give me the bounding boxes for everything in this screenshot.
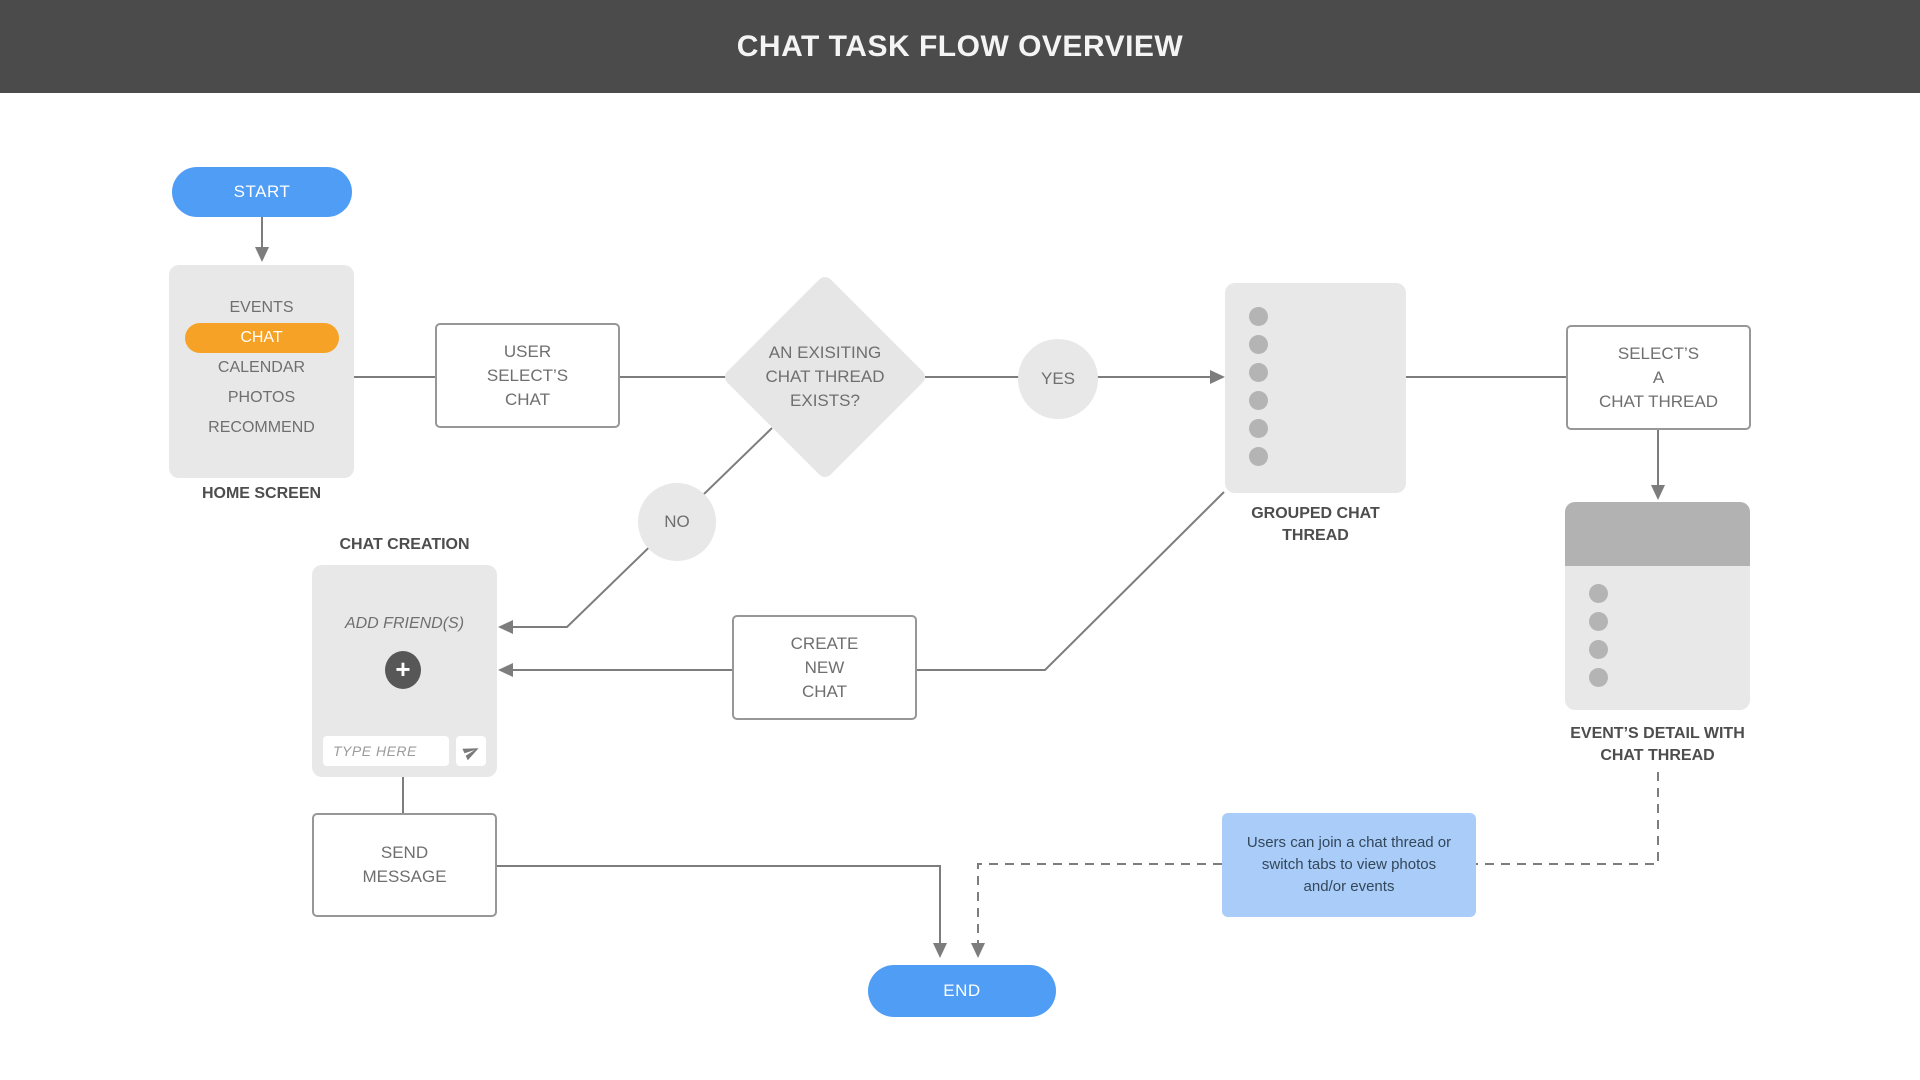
user-selects-chat-text: USER SELECT’S CHAT xyxy=(486,341,569,409)
avatar xyxy=(1249,447,1268,466)
menu-item-events[interactable]: EVENTS xyxy=(229,299,294,316)
avatar xyxy=(1249,307,1268,326)
chat-list-row xyxy=(1589,668,1618,687)
avatar xyxy=(1249,391,1268,410)
no-label: NO xyxy=(664,512,690,531)
send-message-text: SEND MESSAGE xyxy=(362,843,447,886)
chat-list-row xyxy=(1249,335,1406,354)
create-new-chat-node: CREATE NEW CHAT xyxy=(732,615,917,720)
avatar xyxy=(1249,363,1268,382)
yes-label: YES xyxy=(1040,369,1076,388)
grouped-chat-thread-mockup xyxy=(1225,283,1406,493)
grouped-chat-thread-label: GROUPED CHAT THREAD xyxy=(1251,505,1380,544)
menu-item-recommend[interactable]: RECOMMEND xyxy=(208,419,315,436)
chat-list-row xyxy=(1249,307,1406,326)
decision-text: AN EXISITING CHAT THREAD EXISTS? xyxy=(765,343,885,410)
event-banner xyxy=(1565,502,1750,566)
yes-connector: YES xyxy=(1018,339,1098,419)
send-icon xyxy=(461,747,479,760)
chat-list-row xyxy=(1249,391,1406,410)
chat-list-row xyxy=(1249,419,1406,438)
add-friends-text: ADD FRIEND(S) xyxy=(344,615,465,632)
start-label: START xyxy=(233,182,291,201)
message-input[interactable] xyxy=(323,736,449,766)
plus-icon: + xyxy=(395,654,411,684)
send-message-node: SEND MESSAGE xyxy=(312,813,497,917)
avatar xyxy=(1249,335,1268,354)
send-button[interactable] xyxy=(456,736,486,766)
no-connector: NO xyxy=(638,483,716,561)
chat-list-row xyxy=(1589,640,1618,659)
avatar xyxy=(1589,584,1608,603)
annotation-note-text: Users can join a chat thread or switch t… xyxy=(1246,834,1452,895)
home-screen-label: HOME SCREEN xyxy=(201,485,322,502)
chat-list-row xyxy=(1249,363,1406,382)
chat-creation-label: CHAT CREATION xyxy=(339,536,470,553)
chat-creation-mockup: ADD FRIEND(S) + xyxy=(312,565,497,777)
title-bar: CHAT TASK FLOW OVERVIEW xyxy=(0,0,1920,93)
menu-item-photos[interactable]: PHOTOS xyxy=(227,389,296,406)
event-chat-list xyxy=(1589,584,1618,687)
end-label: END xyxy=(943,981,981,1000)
selects-chat-thread-node: SELECT’S A CHAT THREAD xyxy=(1566,325,1751,430)
chat-list-row xyxy=(1249,447,1406,466)
add-friend-button[interactable]: + xyxy=(385,651,421,689)
chat-list-row xyxy=(1589,612,1618,631)
avatar xyxy=(1589,668,1608,687)
selects-chat-thread-text: SELECT’S A CHAT THREAD xyxy=(1598,343,1719,411)
avatar xyxy=(1589,612,1608,631)
home-screen-mockup: EVENTS CHAT CALENDAR PHOTOS RECOMMEND xyxy=(169,265,354,478)
avatar xyxy=(1249,419,1268,438)
annotation-note: Users can join a chat thread or switch t… xyxy=(1222,813,1476,917)
avatar xyxy=(1589,640,1608,659)
menu-item-calendar[interactable]: CALENDAR xyxy=(217,359,306,376)
user-selects-chat-node: USER SELECT’S CHAT xyxy=(435,323,620,428)
end-node[interactable]: END xyxy=(868,965,1056,1017)
events-detail-mockup xyxy=(1565,502,1750,710)
page-title: CHAT TASK FLOW OVERVIEW xyxy=(736,29,1184,63)
chat-list-row xyxy=(1589,584,1618,603)
events-detail-label: EVENT’S DETAIL WITH CHAT THREAD xyxy=(1570,725,1745,764)
create-new-chat-text: CREATE NEW CHAT xyxy=(790,633,859,701)
menu-item-chat[interactable]: CHAT xyxy=(184,323,339,353)
start-node[interactable]: START xyxy=(172,167,352,217)
